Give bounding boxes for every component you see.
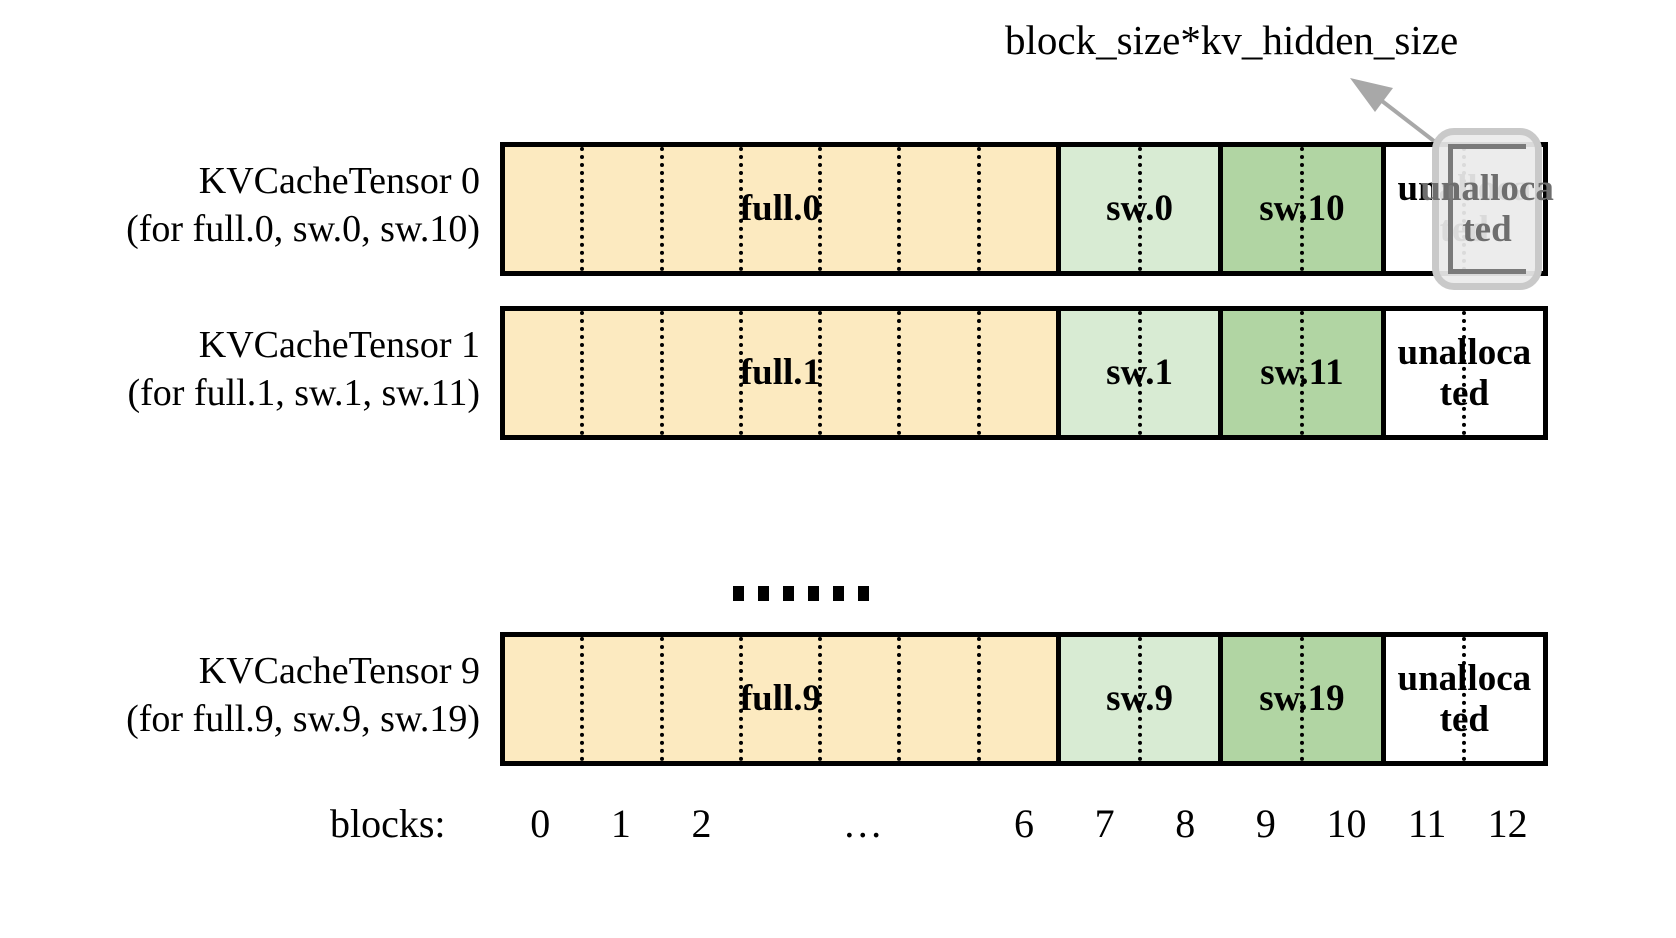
segment-sw-high[interactable]: sw.10: [1218, 147, 1381, 271]
row-label-line2: (for full.1, sw.1, sw.11): [127, 371, 480, 414]
axis-tick: 6: [1013, 801, 1034, 846]
row-label-line1: KVCacheTensor 0: [198, 160, 480, 202]
segment-sw-low[interactable]: sw.1: [1055, 311, 1219, 435]
axis-tick: 7: [1094, 801, 1115, 846]
axis-tick: 0: [530, 801, 551, 846]
block-dividers: [1061, 147, 1218, 271]
block-dividers: [1061, 311, 1218, 435]
segment-unallocated[interactable]: unalloca ted: [1380, 637, 1544, 761]
axis-tick: 9: [1255, 801, 1276, 846]
segment-label: sw.19: [1259, 678, 1345, 720]
block-dividers: [1386, 311, 1543, 435]
segment-label: unalloca ted: [1397, 657, 1532, 740]
block-dividers: [505, 637, 1056, 761]
block-dividers: [505, 311, 1056, 435]
segment-label: unalloca ted: [1397, 331, 1532, 414]
memory-bar-kvcachetensor-9: full.9 sw.9 sw.19 unalloca ted: [500, 632, 1548, 766]
axis-tick: …: [842, 801, 883, 846]
axis-tick: 1: [610, 801, 631, 846]
segment-label: sw.11: [1260, 352, 1344, 394]
segment-unallocated[interactable]: unalloca ted: [1380, 311, 1544, 435]
block-dividers: [1386, 637, 1543, 761]
segment-full[interactable]: full.0: [505, 147, 1056, 271]
segment-full[interactable]: full.1: [505, 311, 1056, 435]
segment-label: sw.1: [1106, 352, 1173, 394]
axis-tick: 8: [1175, 801, 1196, 846]
row-label-line2: (for full.0, sw.0, sw.10): [126, 207, 480, 250]
axis-tick: 12: [1487, 801, 1528, 846]
segment-full[interactable]: full.9: [505, 637, 1056, 761]
segment-label: full.0: [739, 188, 822, 230]
segment-label: full.1: [739, 352, 822, 394]
row-label-kvcachetensor-9: KVCacheTensor 9 (for full.9, sw.9, sw.19…: [60, 648, 480, 743]
annotation-label: block_size*kv_hidden_size: [1005, 17, 1459, 63]
memory-bar-kvcachetensor-1: full.1 sw.1 sw.11 unalloca ted: [500, 306, 1548, 440]
segment-sw-low[interactable]: sw.0: [1055, 147, 1219, 271]
axis-tick: 11: [1407, 801, 1447, 846]
segment-label: sw.9: [1106, 678, 1173, 720]
axis-title: blocks:: [330, 801, 446, 846]
block-dividers: [505, 147, 1056, 271]
axis-tick: 2: [691, 801, 712, 846]
row-label-kvcachetensor-1: KVCacheTensor 1 (for full.1, sw.1, sw.11…: [60, 322, 480, 417]
rows-ellipsis: [733, 586, 869, 601]
highlight-inner-border: [1448, 144, 1526, 274]
segment-label: sw.0: [1106, 188, 1173, 230]
memory-bar-kvcachetensor-0: full.0 sw.0 sw.10 unalloca ted: [500, 142, 1548, 276]
axis-tick: 10: [1326, 801, 1367, 846]
segment-sw-high[interactable]: sw.19: [1218, 637, 1381, 761]
segment-sw-low[interactable]: sw.9: [1055, 637, 1219, 761]
segment-label: sw.10: [1259, 188, 1345, 230]
block-dividers: [1223, 311, 1380, 435]
row-label-line1: KVCacheTensor 1: [198, 324, 480, 366]
block-dividers: [1223, 637, 1380, 761]
highlight-label: unalloca ted: [1420, 167, 1554, 250]
highlighted-block-selection[interactable]: unalloca ted: [1420, 128, 1554, 290]
row-label-line1: KVCacheTensor 9: [198, 650, 480, 692]
row-label-line2: (for full.9, sw.9, sw.19): [126, 697, 480, 740]
row-label-kvcachetensor-0: KVCacheTensor 0 (for full.0, sw.0, sw.10…: [60, 158, 480, 253]
segment-label: full.9: [739, 678, 822, 720]
block-dividers: [1061, 637, 1218, 761]
block-dividers: [1223, 147, 1380, 271]
segment-sw-high[interactable]: sw.11: [1218, 311, 1381, 435]
